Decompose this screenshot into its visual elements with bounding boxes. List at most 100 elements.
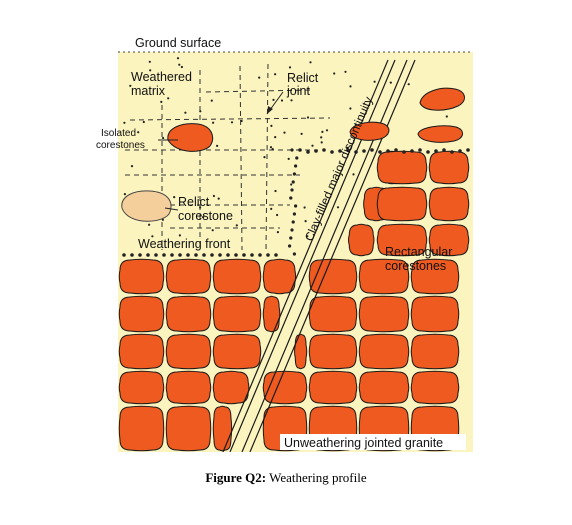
dot — [142, 120, 145, 124]
dot — [349, 107, 352, 110]
dot — [304, 220, 307, 223]
dot — [180, 65, 183, 69]
dot — [426, 150, 430, 154]
corestone-block — [308, 370, 358, 405]
corestone-block — [376, 186, 428, 222]
upper-corestones — [347, 150, 470, 257]
dot — [148, 223, 151, 226]
corestone-block — [212, 405, 233, 452]
dot — [173, 196, 176, 199]
dot — [270, 207, 273, 210]
dot — [276, 213, 279, 217]
label-relict-corestone-1: Relict — [178, 195, 210, 209]
label-relict-joint-2: joint — [286, 84, 310, 98]
dot — [122, 253, 126, 257]
corestone-block — [376, 150, 428, 185]
corestone-block — [165, 370, 212, 405]
dot — [263, 156, 266, 159]
corestone-block — [118, 405, 165, 452]
dot — [306, 116, 310, 119]
dot — [349, 85, 352, 88]
dot — [434, 149, 438, 153]
dot — [300, 132, 303, 135]
dot — [394, 148, 398, 152]
isolated-corestone-left — [167, 123, 214, 152]
caption-text: Weathering profile — [269, 470, 367, 485]
corestone-block — [358, 370, 410, 405]
dot — [178, 234, 181, 237]
dot — [130, 253, 134, 257]
corestone-block — [212, 370, 250, 405]
corestone-block — [358, 295, 410, 333]
dot — [320, 136, 323, 139]
dot — [292, 252, 296, 256]
label-relict-corestone-2: corestone — [178, 209, 233, 223]
relict-joints — [125, 63, 331, 251]
corestone-block — [308, 258, 358, 295]
dot — [210, 99, 213, 102]
dot — [336, 206, 340, 209]
dot — [199, 110, 202, 113]
dot — [130, 165, 134, 168]
dot — [162, 136, 165, 140]
dot — [272, 98, 275, 101]
relict-joint-arrowhead — [267, 106, 273, 114]
dot — [288, 66, 292, 69]
corestone-block — [118, 333, 165, 370]
dot — [352, 173, 355, 176]
dot — [186, 253, 190, 257]
corestone-block — [308, 333, 358, 370]
rectangular-corestones — [118, 258, 460, 471]
dot — [344, 70, 347, 73]
corestone-block — [262, 258, 297, 295]
dot — [151, 235, 154, 238]
dot — [123, 193, 126, 196]
dot — [373, 80, 376, 83]
label-weathered-matrix-1: Weathered — [131, 70, 192, 84]
dot — [407, 83, 410, 86]
corestone-block — [411, 453, 459, 471]
corestone-block — [118, 370, 165, 405]
label-relict-joint-1: Relict — [287, 71, 319, 85]
corestone-block — [308, 295, 358, 333]
dot — [154, 253, 158, 257]
dot — [289, 236, 293, 240]
dot — [160, 100, 163, 103]
dot — [274, 73, 277, 76]
dot — [325, 129, 329, 132]
caption-label: Figure Q2: — [205, 470, 267, 485]
dot — [230, 121, 234, 124]
dot — [226, 253, 230, 257]
dot — [450, 150, 454, 154]
dot — [202, 253, 206, 257]
dot — [322, 148, 326, 152]
dot — [274, 189, 277, 193]
corestone-block — [410, 333, 460, 370]
dot — [129, 84, 132, 87]
dot — [242, 253, 246, 257]
dot — [294, 164, 298, 168]
dot — [138, 253, 142, 257]
corestone-block — [359, 453, 409, 471]
dot — [402, 150, 406, 154]
dot — [289, 196, 293, 200]
corestone-block — [118, 295, 165, 333]
dot — [280, 99, 284, 102]
label-rectangular-corestones-1: Rectangular — [385, 245, 452, 259]
corestone-block — [358, 333, 410, 370]
dot — [202, 216, 205, 219]
isolated-corestone-mid-right — [349, 121, 390, 141]
dot — [292, 212, 296, 216]
corestone-block — [358, 258, 410, 295]
dot — [258, 253, 262, 257]
corestone-block — [212, 258, 262, 295]
corestone-block — [165, 405, 212, 452]
dot — [146, 253, 150, 257]
dot — [370, 148, 374, 152]
dot — [410, 149, 414, 153]
corestone-block — [212, 333, 262, 370]
corestone-block — [165, 333, 212, 370]
dot — [386, 149, 390, 153]
dot — [178, 253, 182, 257]
